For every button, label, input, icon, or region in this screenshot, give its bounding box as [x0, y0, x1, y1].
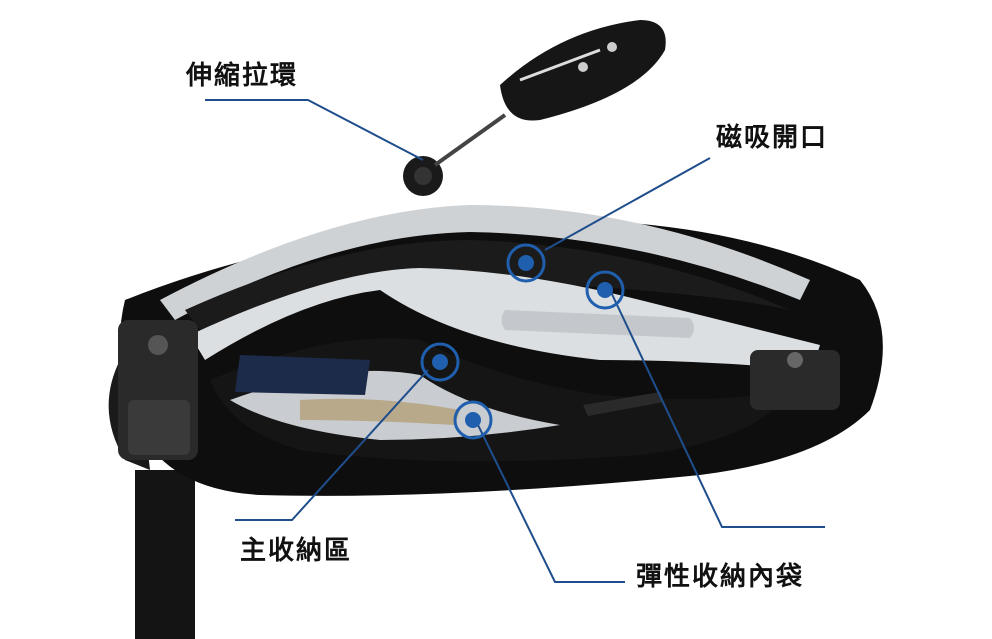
leader-lines [205, 99, 825, 583]
key-fob [403, 20, 666, 196]
marker-dot-main [420, 342, 460, 382]
callout-main-compartment: 主收納區 [240, 536, 353, 566]
callout-magnetic-opening: 磁吸開口 [716, 123, 829, 153]
callout-elastic-inner-pocket: 彈性收納內袋 [636, 562, 805, 592]
marker-dot-magnetic [506, 243, 546, 283]
leader-line-lanyard [205, 99, 424, 161]
leader-line-pocket [609, 289, 825, 528]
buckles [118, 320, 840, 460]
leader-line-main [235, 369, 429, 521]
marker-dot-pocket [585, 270, 625, 310]
callout-retractable-lanyard: 伸縮拉環 [186, 61, 299, 91]
marker-dots [420, 243, 625, 440]
leader-line-elastic [477, 424, 625, 583]
marker-dot-elastic [453, 400, 493, 440]
leader-line-magnetic [544, 157, 711, 251]
